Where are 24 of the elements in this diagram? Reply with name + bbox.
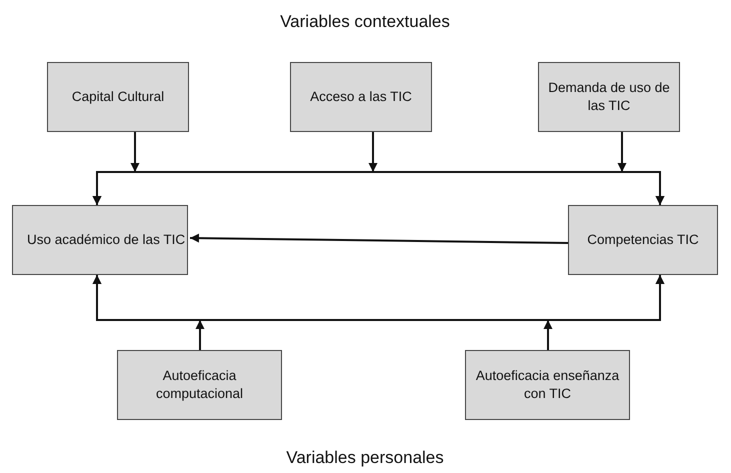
arrow [368, 132, 378, 172]
arrow [196, 320, 204, 350]
connector [548, 275, 664, 321]
connector [622, 171, 664, 205]
variable-box [465, 350, 630, 420]
group-heading: Variables contextuales [280, 12, 450, 32]
variable-box [12, 205, 188, 275]
box-label: Uso académico de las TIC [27, 231, 186, 249]
box-label: Demanda de uso de las TIC [547, 79, 671, 115]
variable-box [568, 205, 718, 275]
variable-box [290, 62, 432, 132]
variable-box [117, 350, 282, 420]
group-heading: Variables personales [286, 448, 444, 468]
box-label: Competencias TIC [587, 231, 699, 249]
box-label: Autoeficacia enseñanza con TIC [474, 367, 620, 403]
arrow [544, 320, 552, 350]
variable-box [47, 62, 189, 132]
arrow [130, 132, 140, 172]
box-label: Capital Cultural [72, 88, 164, 106]
connector [190, 234, 568, 244]
box-label: Acceso a las TIC [310, 88, 412, 106]
box-label: Autoeficacia computacional [154, 367, 244, 403]
variable-box [538, 62, 680, 132]
arrow [618, 132, 626, 172]
